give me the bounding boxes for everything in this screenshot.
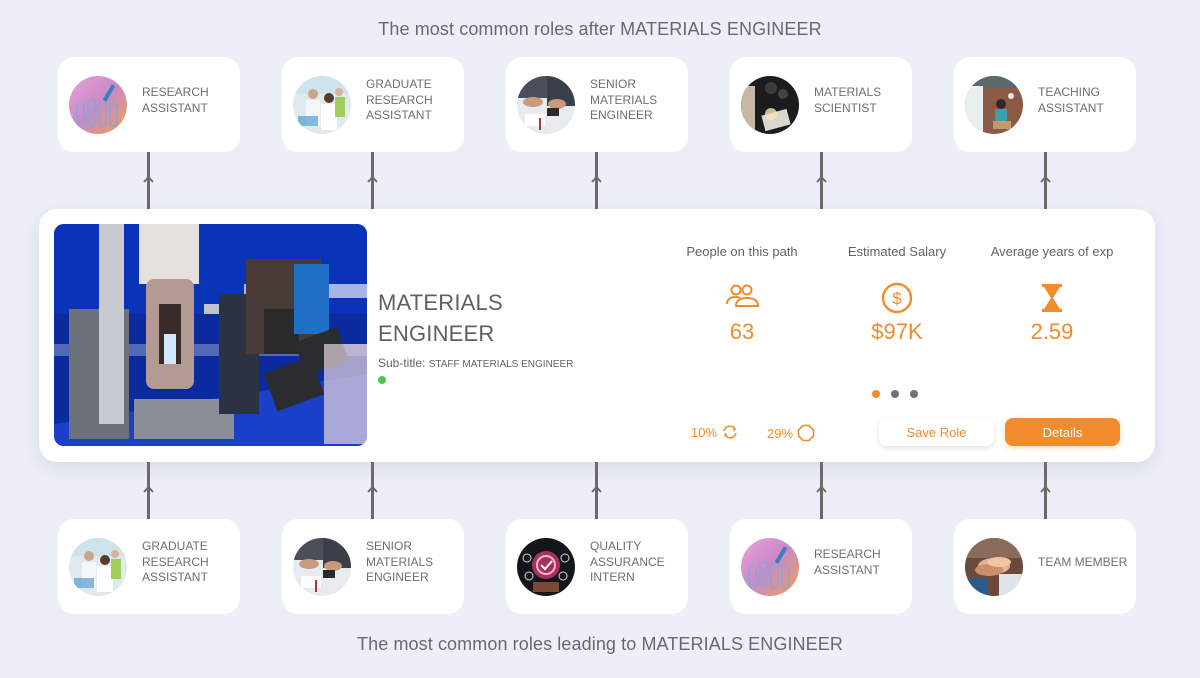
next-role-card[interactable]: SENIOR MATERIALS ENGINEER	[506, 57, 688, 152]
stat-value: 2.59	[1030, 319, 1074, 344]
connector-arrow-up	[816, 462, 827, 519]
connector-arrow-up	[1040, 152, 1051, 209]
connector-arrow-up	[816, 152, 827, 209]
role-label: SENIOR MATERIALS ENGINEER	[366, 539, 434, 585]
previous-role-card[interactable]: TEAM MEMBER	[954, 519, 1136, 614]
mini-stat-octagon: 29%	[767, 424, 815, 442]
arrow-up-icon	[367, 175, 378, 183]
previous-roles-row: GRADUATE RESEARCH ASSISTANT SENIOR MATER…	[0, 519, 1200, 615]
connector-arrow-up	[367, 462, 378, 519]
role-label: QUALITY ASSURANCE INTERN	[590, 539, 665, 585]
stat-value: 63	[729, 319, 755, 344]
pager-dot-1[interactable]	[872, 390, 880, 398]
next-roles-row: RESEARCH ASSISTANT GRADUATE RESEARCH ASS…	[0, 57, 1200, 153]
role-label: MATERIALS SCIENTIST	[814, 85, 882, 115]
previous-roles-heading: The most common roles leading to MATERIA…	[357, 634, 843, 654]
arrow-up-icon	[1040, 175, 1051, 183]
role-avatar	[741, 75, 799, 134]
connector-arrow-up	[1040, 462, 1051, 519]
current-role-card: MATERIALS ENGINEER Sub-title: STAFF MATE…	[39, 209, 1155, 462]
role-label: GRADUATE RESEARCH ASSISTANT	[142, 539, 209, 585]
arrow-up-icon	[143, 485, 154, 493]
next-role-card[interactable]: GRADUATE RESEARCH ASSISTANT	[282, 57, 464, 152]
previous-role-card[interactable]: RESEARCH ASSISTANT	[730, 519, 912, 614]
arrow-up-icon	[591, 175, 602, 183]
role-avatar	[69, 537, 127, 596]
mini-stat-value: 29%	[767, 425, 794, 441]
next-role-card[interactable]: RESEARCH ASSISTANT	[58, 57, 240, 152]
connector-arrow-up	[367, 152, 378, 209]
stat-value: $97K	[871, 319, 923, 344]
connector-arrow-up	[591, 462, 602, 519]
subtitle-value: STAFF MATERIALS ENGINEER	[428, 359, 574, 370]
role-avatar	[517, 537, 575, 596]
arrow-up-icon	[816, 485, 827, 493]
role-label: SENIOR MATERIALS ENGINEER	[590, 77, 658, 123]
next-role-card[interactable]: MATERIALS SCIENTIST	[730, 57, 912, 152]
connector-arrow-up	[143, 462, 154, 519]
role-label: GRADUATE RESEARCH ASSISTANT	[366, 77, 433, 123]
previous-role-card[interactable]: QUALITY ASSURANCE INTERN	[506, 519, 688, 614]
role-subtitle: Sub-title: STAFF MATERIALS ENGINEER	[378, 356, 573, 370]
role-label: TEAM MEMBER	[1038, 554, 1128, 569]
role-avatar	[69, 75, 127, 134]
connector-arrow-up	[591, 152, 602, 209]
dollar-circle-icon: $	[881, 282, 913, 314]
stat-label: People on this path	[686, 244, 798, 259]
save-role-button[interactable]: Save Role	[879, 418, 994, 446]
role-avatar	[517, 75, 575, 134]
octagon-icon	[797, 424, 815, 442]
role-label: RESEARCH ASSISTANT	[814, 547, 881, 577]
role-label: RESEARCH ASSISTANT	[142, 85, 209, 115]
arrow-up-icon	[1040, 485, 1051, 493]
pager-dot-3[interactable]	[910, 390, 918, 398]
refresh-icon	[723, 425, 737, 439]
arrow-up-icon	[367, 485, 378, 493]
role-avatar	[741, 537, 799, 596]
connector-arrow-up	[143, 152, 154, 209]
previous-role-card[interactable]: GRADUATE RESEARCH ASSISTANT	[58, 519, 240, 614]
mini-stat-refresh: 10%	[691, 424, 739, 440]
next-roles-heading: The most common roles after MATERIALS EN…	[378, 19, 822, 39]
previous-role-card[interactable]: SENIOR MATERIALS ENGINEER	[282, 519, 464, 614]
stat-salary: Estimated Salary $ $97K	[822, 244, 972, 345]
stat-people: People on this path 63	[667, 244, 817, 345]
arrow-up-icon	[816, 175, 827, 183]
details-button[interactable]: Details	[1005, 418, 1120, 446]
role-avatar	[965, 537, 1023, 596]
stat-label: Estimated Salary	[847, 244, 947, 259]
stat-label: Average years of exp	[990, 244, 1114, 259]
people-icon	[726, 284, 759, 307]
mini-stat-value: 10%	[691, 424, 718, 440]
role-avatar	[293, 75, 351, 134]
role-avatar	[965, 75, 1023, 134]
role-avatar	[293, 537, 351, 596]
role-hero-image	[54, 224, 367, 446]
arrow-up-icon	[591, 485, 602, 493]
role-label: TEACHING ASSISTANT	[1038, 85, 1104, 115]
pager-dot-2[interactable]	[891, 390, 899, 398]
hourglass-icon	[1042, 284, 1062, 312]
subtitle-label: Sub-title:	[378, 356, 426, 370]
carousel-pager	[872, 390, 918, 398]
svg-text:$: $	[892, 289, 902, 308]
role-title: MATERIALS ENGINEER	[378, 290, 503, 346]
next-role-card[interactable]: TEACHING ASSISTANT	[954, 57, 1136, 152]
arrow-up-icon	[143, 175, 154, 183]
stat-experience: Average years of exp 2.59	[977, 244, 1127, 345]
status-indicator	[378, 376, 386, 384]
